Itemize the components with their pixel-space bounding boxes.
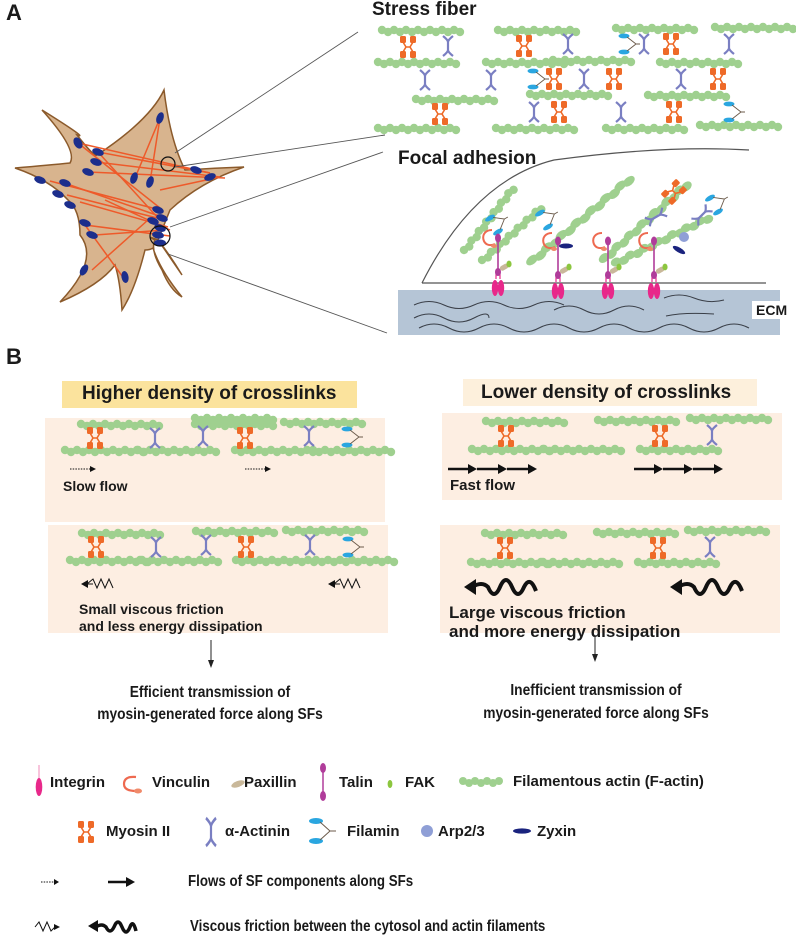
- fak-icon: [387, 780, 393, 788]
- legend-label-arp23: Arp2/3: [438, 823, 485, 840]
- left-friction-box: Small viscous friction and less energy d…: [48, 525, 399, 634]
- stress-fiber-title: Stress fiber: [372, 0, 477, 20]
- zyxin-molecule: [559, 243, 573, 249]
- actin-bundles: [458, 172, 715, 270]
- small-friction-arrow: [81, 577, 114, 590]
- large-friction-caption-line1: Large viscous friction: [449, 603, 626, 622]
- large-friction-legend-icon: [88, 920, 138, 934]
- legend-label-integrin: Integrin: [50, 774, 105, 791]
- arp23-molecule: [679, 232, 689, 242]
- legend-label-fak: FAK: [405, 774, 435, 791]
- focal-adhesion-dots: [34, 112, 216, 283]
- fast-flow-legend-icon: [108, 877, 135, 887]
- zoom-circle-stress-fiber: [160, 156, 176, 172]
- small-friction-arrow: [328, 577, 361, 590]
- paxillin-icon: [231, 780, 245, 788]
- left-down-arrow: [208, 640, 214, 668]
- alpha-actinin-icon: [204, 816, 218, 848]
- panel-b-label: B: [6, 344, 22, 369]
- slow-flow-arrow: [70, 466, 96, 472]
- small-friction-caption-line2: and less energy dissipation: [79, 618, 263, 634]
- left-result-line2: myosin-generated force along SFs: [97, 706, 323, 723]
- ecm-label: ECM: [756, 302, 788, 318]
- legend-label-filamin: Filamin: [347, 823, 400, 840]
- left-flow-box: Slow flow: [45, 413, 396, 522]
- legend-label-flows: Flows of SF components along SFs: [188, 873, 414, 890]
- legend-label-paxillin: Paxillin: [244, 774, 297, 791]
- right-result-line2: myosin-generated force along SFs: [483, 705, 709, 722]
- left-friction-fibers: [65, 525, 399, 567]
- legend-label-friction: Viscous friction between the cytosol and…: [190, 918, 546, 935]
- large-friction-arrow: [670, 578, 744, 596]
- focal-adhesion-title: Focal adhesion: [398, 148, 537, 169]
- right-flow-box: Fast flow: [442, 413, 782, 500]
- right-result-line1: Inefficient transmission of: [510, 682, 682, 699]
- legend-label-alpha-actinin: α-Actinin: [225, 823, 291, 840]
- large-friction-arrow: [464, 578, 538, 596]
- cell-illustration: [14, 87, 245, 313]
- integrin-icon: [35, 765, 43, 796]
- vinculin-icon: [122, 775, 142, 794]
- legend-label-myosin-ii: Myosin II: [106, 823, 171, 840]
- legend-label-zyxin: Zyxin: [537, 823, 577, 840]
- focal-adhesion-diagram: [398, 148, 780, 335]
- zoom-connector-lines: [167, 31, 388, 334]
- cell-body: [14, 87, 245, 313]
- zyxin-icon: [513, 828, 531, 834]
- myosin-ii-icon: [77, 820, 95, 844]
- small-friction-caption-line1: Small viscous friction: [79, 601, 224, 617]
- legend-label-f-actin: Filamentous actin (F-actin): [513, 773, 704, 790]
- small-friction-legend-icon: [34, 920, 60, 933]
- stress-fiber-diagram: [373, 22, 796, 135]
- slow-flow-caption: Slow flow: [63, 478, 128, 494]
- fast-flow-arrows: [634, 464, 723, 474]
- ecm-label-box: [752, 301, 788, 319]
- panel-a-label: A: [6, 0, 22, 25]
- left-header-bg: [62, 381, 357, 408]
- left-header: Higher density of crosslinks: [82, 383, 337, 404]
- f-actin-icon: [459, 777, 503, 787]
- talin-icon: [320, 763, 326, 801]
- right-header: Lower density of crosslinks: [481, 382, 732, 403]
- right-down-arrow: [592, 636, 598, 662]
- slow-flow-legend-icon: [41, 879, 59, 885]
- arp23-icon: [421, 825, 433, 837]
- slow-flow-arrow: [245, 466, 271, 472]
- left-result-line1: Efficient transmission of: [129, 684, 291, 701]
- fast-flow-caption: Fast flow: [450, 477, 516, 494]
- large-friction-caption-line2: and more energy dissipation: [449, 622, 681, 641]
- right-friction-box: Large viscous friction and more energy d…: [440, 525, 780, 641]
- legend-label-talin: Talin: [339, 774, 373, 791]
- filamin-icon: [309, 818, 336, 844]
- fast-flow-arrows: [448, 464, 537, 474]
- zoom-circle-focal-adhesion: [149, 225, 171, 247]
- zyxin-molecule: [672, 245, 686, 255]
- right-header-bg: [463, 379, 757, 406]
- legend-label-vinculin: Vinculin: [152, 774, 211, 791]
